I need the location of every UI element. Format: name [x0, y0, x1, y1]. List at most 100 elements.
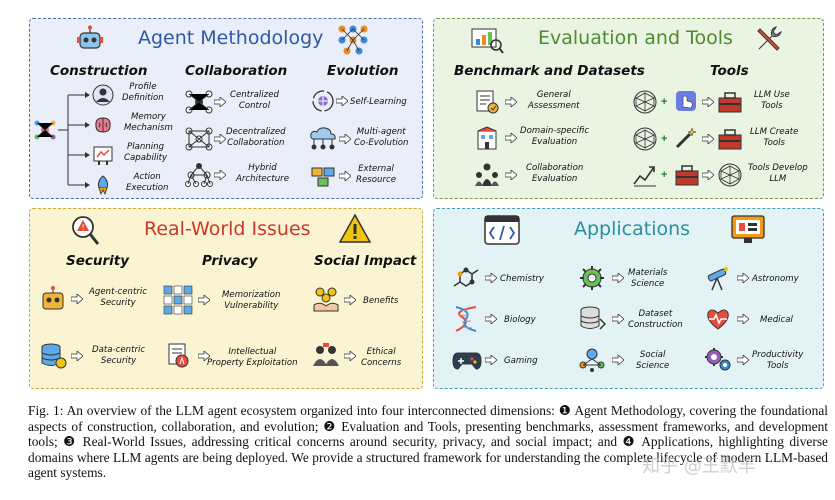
wrench-screwdriver-icon [757, 26, 782, 51]
memory-brain-icon [95, 117, 111, 133]
gaming-controller-icon [452, 352, 482, 370]
ethical-people-icon [313, 343, 339, 366]
arrow-icon [505, 133, 517, 143]
arrow-icon [344, 351, 356, 361]
arrow-icon [198, 295, 210, 305]
applications-title: Applications [574, 218, 691, 240]
arrow-icon [505, 97, 517, 107]
neural-net-icon [633, 90, 657, 114]
arrow-icon [612, 273, 624, 283]
decentralized-icon [185, 127, 213, 151]
arrow-icon [71, 294, 83, 304]
privacy-heading: Privacy [202, 253, 258, 269]
self-learning-label: Self-Learning [350, 97, 407, 107]
hybrid-architecture-icon [185, 163, 213, 187]
growth-chart-icon [633, 166, 656, 187]
network-icon [338, 25, 368, 55]
materials-gear-icon [580, 266, 604, 290]
arrow-icon [198, 351, 210, 361]
chemistry-molecule-icon [453, 267, 479, 287]
evaluation-tools-panel: Evaluation and Tools Benchmark and Datas… [433, 18, 824, 199]
medical-label: Medical [760, 315, 793, 325]
agent-robot-icon [42, 286, 64, 310]
chemistry-label: Chemistry [500, 274, 544, 284]
neural-net-icon [718, 163, 742, 187]
plus-icon: + [661, 169, 668, 181]
arrow-icon [737, 355, 749, 365]
plus-icon: + [661, 96, 668, 108]
biology-label: Biology [504, 315, 536, 325]
action-rocket-icon [98, 175, 108, 196]
self-learning-icon [312, 90, 334, 112]
figure-caption: Fig. 1: An overview of the LLM agent eco… [28, 403, 828, 481]
arrow-icon [737, 314, 749, 324]
warning-triangle-icon [338, 213, 372, 243]
toolbox-icon [675, 165, 699, 186]
database-icon [41, 343, 67, 369]
evaluation-chart-icon [471, 28, 504, 54]
code-window-icon [484, 215, 520, 245]
biology-dna-icon [455, 306, 477, 332]
astronomy-telescope-icon [707, 266, 729, 291]
intellectual-property-icon [168, 343, 189, 368]
methodology-title: Agent Methodology [138, 27, 324, 49]
external-resource-icon [311, 167, 335, 187]
arrow-icon [336, 96, 348, 106]
arrow-icon [485, 314, 497, 324]
evaluation-title: Evaluation and Tools [538, 27, 733, 49]
planning-board-icon [93, 146, 113, 165]
arrow-icon [612, 314, 624, 324]
real-world-issues-panel: ! Real-World Issues Security Privacy Soc… [29, 208, 423, 389]
arrow-icon [214, 170, 226, 180]
social-impact-heading: Social Impact [314, 253, 417, 269]
arrow-icon [339, 134, 351, 144]
caption-text: Fig. 1: An overview of the LLM agent eco… [28, 403, 828, 481]
social-science-icon [579, 348, 605, 372]
dataset-icon [580, 306, 606, 330]
dashboard-screen-icon [731, 215, 765, 243]
benefits-label: Benefits [363, 296, 399, 306]
cloud-network-icon [310, 127, 336, 150]
evolution-heading: Evolution [327, 63, 399, 79]
arrow-icon [737, 273, 749, 283]
gaming-label: Gaming [504, 356, 538, 366]
arrow-icon [339, 171, 351, 181]
astronomy-label: Astronomy [752, 274, 799, 284]
arrow-icon [485, 355, 497, 365]
issues-title: Real-World Issues [144, 218, 311, 240]
tools-heading: Tools [710, 63, 749, 79]
construction-tree-connector [58, 92, 90, 188]
arrow-icon [505, 170, 517, 180]
plus-icon: + [661, 133, 668, 145]
watermark: 知乎 @王默丰 [642, 456, 756, 477]
benchmark-heading: Benchmark and Datasets [454, 63, 645, 79]
domain-building-icon [477, 126, 497, 150]
collaboration-heading: Collaboration [185, 63, 288, 79]
arrow-icon [702, 134, 714, 144]
arrow-icon [485, 273, 497, 283]
agent-hub-icon [34, 120, 56, 140]
arrow-icon [612, 355, 624, 365]
arrow-icon [214, 97, 226, 107]
